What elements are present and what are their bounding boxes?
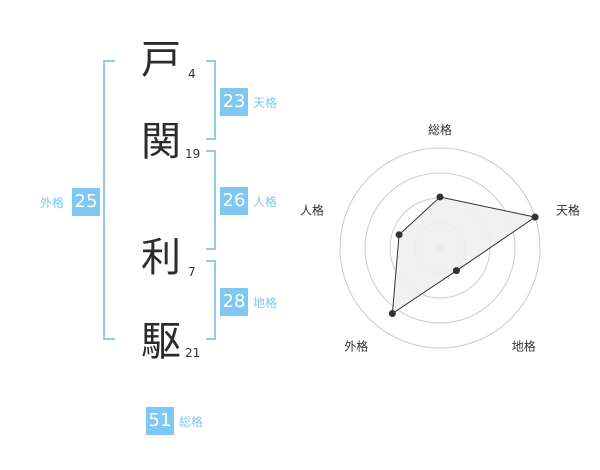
radar-axis-label-5: 人格: [300, 202, 324, 217]
radar-point-2: [531, 213, 539, 221]
radar-axis-label-1: 総格: [428, 122, 452, 137]
name-char-1: 戸: [141, 37, 181, 83]
radar-grid-ring-3: [364, 172, 516, 324]
name-char-4: 駆: [141, 319, 181, 365]
radar-point-1: [436, 193, 444, 201]
radar-point-5: [395, 231, 403, 239]
jinkaku-label: 人格: [253, 195, 278, 209]
jinkaku-badge: 26: [220, 187, 248, 215]
tenkaku-badge: 23: [220, 88, 248, 116]
radar-point-3: [452, 267, 460, 275]
name-char-3: 利: [141, 235, 181, 281]
jinkaku-bracket: [206, 150, 216, 250]
radar-axis-label-2: 天格: [556, 202, 580, 217]
radar-axis-label-4: 外格: [344, 339, 368, 354]
stroke-count-1: 4: [188, 67, 196, 81]
chikaku-label: 地格: [253, 296, 278, 310]
radar-polygon: [391, 196, 537, 315]
tenkaku-bracket: [206, 60, 216, 140]
chikaku-bracket: [206, 260, 216, 340]
chikaku-badge: 28: [220, 288, 248, 316]
gaikaku-label: 外格: [40, 196, 65, 210]
stroke-count-3: 7: [188, 265, 196, 279]
soukaku-label: 総格: [179, 415, 204, 429]
radar-point-4: [388, 310, 396, 318]
radar-axis-label-3: 地格: [512, 339, 536, 354]
radar-grid-ring-4: [339, 147, 541, 349]
stroke-count-4: 21: [185, 346, 201, 360]
tenkaku-label: 天格: [253, 96, 278, 110]
gaikaku-badge: 25: [72, 188, 100, 216]
soukaku-badge: 51: [146, 407, 174, 435]
gaikaku-bracket: [103, 60, 115, 340]
stroke-count-2: 19: [185, 147, 201, 161]
name-char-2: 関: [141, 119, 181, 165]
